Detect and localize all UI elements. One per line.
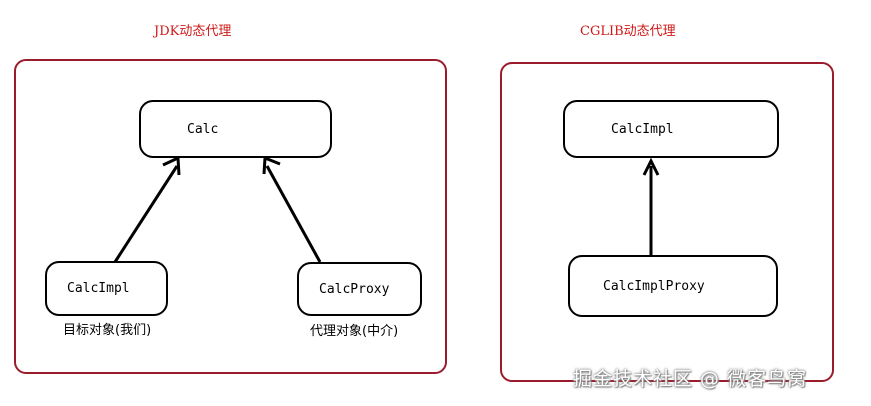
calc-interface-label: Calc xyxy=(187,121,219,137)
calc-interface-node: Calc xyxy=(139,100,332,158)
proxy-object-caption: 代理对象(中介) xyxy=(310,324,399,339)
jdk-proxy-title: JDK动态代理 xyxy=(154,24,232,39)
cglib-calc-impl-node: CalcImpl xyxy=(563,100,779,158)
cglib-proxy-title: CGLIB动态代理 xyxy=(580,24,676,39)
jdk-proxy-panel xyxy=(14,59,447,374)
calc-proxy-label: CalcProxy xyxy=(319,281,390,297)
calc-impl-target-label: CalcImpl xyxy=(67,281,130,296)
calc-impl-proxy-label: CalcImplProxy xyxy=(603,278,705,294)
watermark-text: 掘金技术社区 @ 微客鸟窝 xyxy=(573,368,808,390)
target-object-caption: 目标对象(我们) xyxy=(63,323,152,338)
jdk-target-to-interface-arrow xyxy=(113,155,181,263)
calc-impl-proxy-node: CalcImplProxy xyxy=(568,255,778,317)
calc-proxy-node: CalcProxy xyxy=(297,262,422,316)
cglib-proxy-to-parent-arrow xyxy=(642,157,660,255)
jdk-proxy-to-interface-arrow xyxy=(262,155,322,263)
cglib-proxy-panel xyxy=(500,62,834,382)
calc-impl-target-node: CalcImpl xyxy=(45,261,168,316)
cglib-calc-impl-label: CalcImpl xyxy=(611,121,674,137)
